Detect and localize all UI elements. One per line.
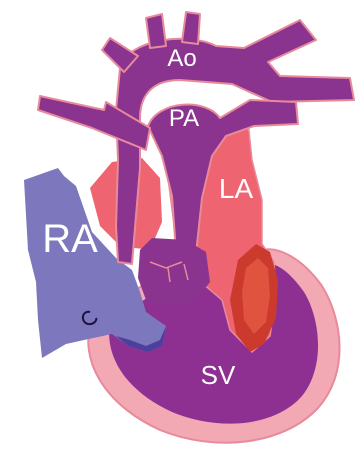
right-atrium-label: RA — [42, 217, 98, 261]
outflow-trunk — [138, 238, 210, 306]
pulmonary-artery-label: PA — [169, 105, 199, 132]
aortic-branch-top-1 — [146, 14, 166, 48]
left-atrium-label: LA — [219, 173, 254, 204]
aorta-label: Ao — [167, 45, 196, 72]
aortic-branch-top-2 — [182, 12, 200, 44]
single-ventricle-label: SV — [201, 360, 236, 390]
